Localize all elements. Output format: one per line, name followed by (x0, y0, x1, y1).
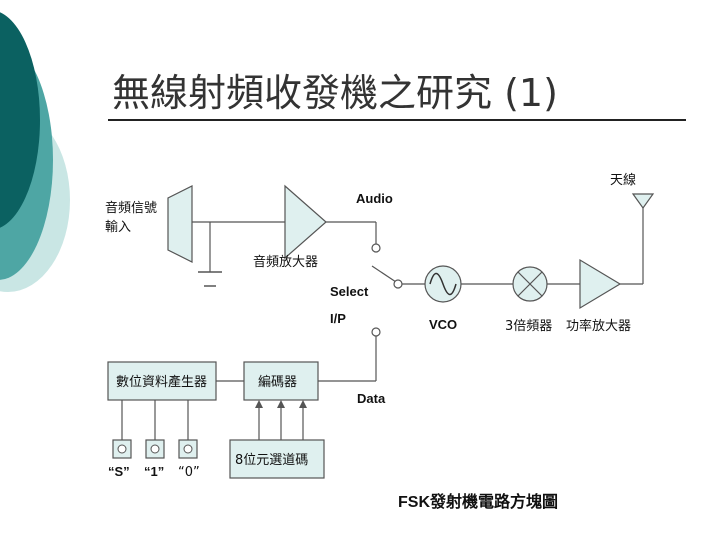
key-s-label: “S” (108, 464, 130, 479)
power-amp-triangle (579, 258, 622, 310)
audio-amp-triangle (284, 184, 327, 260)
channel-code-label: 8位元選道碼 (235, 453, 308, 468)
encoder-label: 編碼器 (258, 374, 297, 390)
audio-switch-contact (371, 243, 381, 253)
arrow-head-2 (277, 400, 285, 408)
figure-caption: FSK發射機電路方塊圖 (398, 492, 558, 511)
arrow-head-3 (299, 400, 307, 408)
title-rule (108, 119, 686, 121)
sine-wave-icon (429, 272, 457, 296)
select-switch-pivot (393, 279, 403, 289)
antenna-icon (631, 193, 655, 210)
digital-gen-label: 數位資料產生器 (116, 374, 207, 390)
key-1-dot (150, 444, 160, 454)
select-switch-arm (371, 265, 397, 283)
ip-label: I/P (330, 311, 346, 326)
arrow-head-1 (255, 400, 263, 408)
key-1-label: “1” (144, 464, 164, 479)
channel-code-block (229, 439, 325, 479)
multiplier-label: 3倍頻器 (505, 319, 552, 334)
audio-input-label-1: 音頻信號 (105, 200, 157, 216)
vco-label: VCO (429, 317, 457, 332)
slide-title: 無線射頻收發機之研究 (1) (112, 71, 558, 115)
antenna-label: 天線 (610, 172, 636, 188)
deco-dark-arc (0, 12, 40, 228)
encoder-block (243, 361, 319, 401)
audio-label: Audio (356, 191, 393, 206)
key-0-dot (183, 444, 193, 454)
audio-input-label-2: 輸入 (105, 220, 131, 235)
power-amp-label: 功率放大器 (566, 318, 631, 334)
data-label: Data (357, 391, 386, 406)
select-label: Select (330, 284, 369, 299)
audio-amp-label: 音頻放大器 (253, 254, 318, 270)
data-switch-contact (371, 327, 381, 337)
key-0-label: “0” (178, 465, 200, 480)
digital-generator-block (107, 361, 217, 401)
audio-source-block (167, 185, 193, 263)
key-s-dot (117, 444, 127, 454)
multiplier-x-2 (517, 271, 543, 297)
